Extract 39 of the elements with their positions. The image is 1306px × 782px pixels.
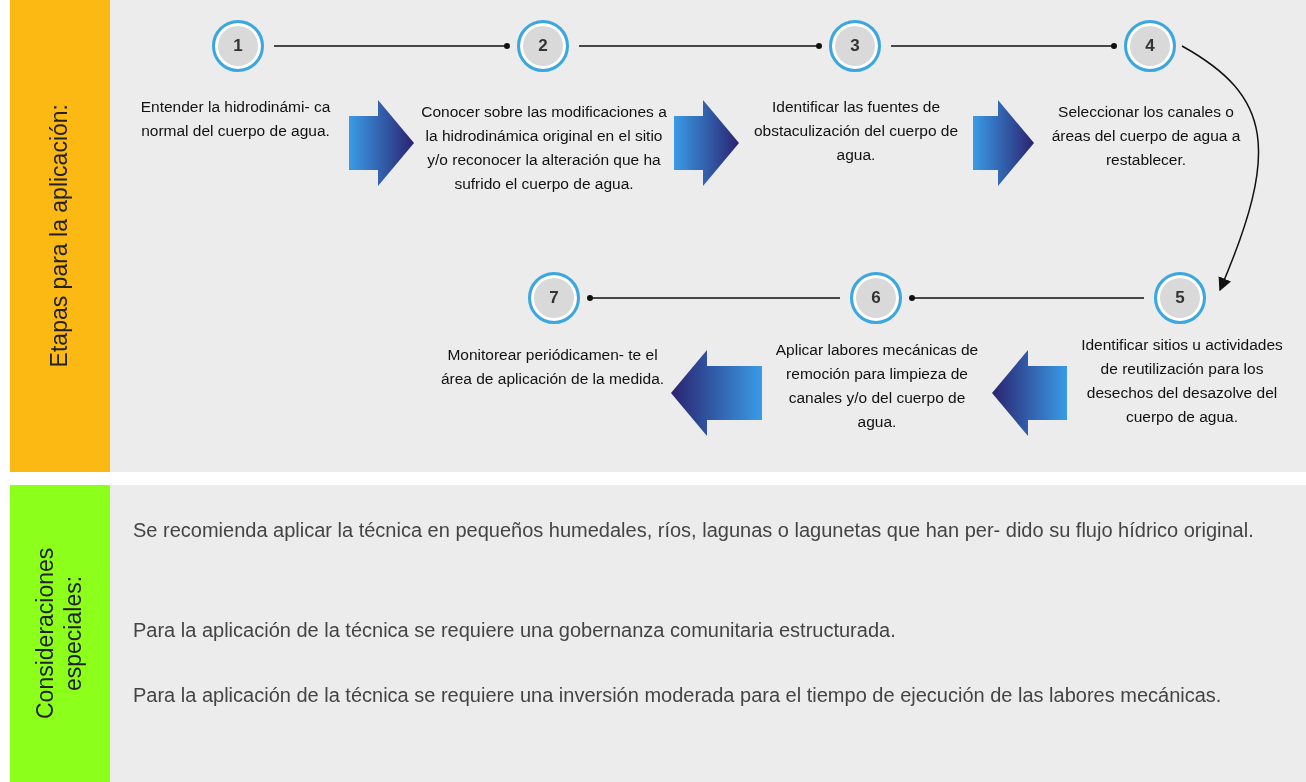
note-text: Para la aplicación de la técnica se requiere una inversión moderada para el tiempo de ejecución de las labores mecánicas. — [133, 683, 1223, 708]
step-description: Conocer sobre las modificaciones a la hidrodinámica original en el sitio y/o reconocer la alteración que ha sufrido el cuerpo de agua. — [420, 100, 668, 196]
step-circle — [850, 272, 902, 324]
step-description: Monitorear periódicamen- te el área de aplicación de la medida. — [440, 343, 665, 391]
block-arrow — [349, 100, 414, 186]
connector-line — [587, 295, 841, 301]
connector-line — [890, 43, 1117, 49]
note-text: Se recomienda aplicar la técnica en pequeños humedales, ríos, lagunas o lagunetas que han per- dido su flujo hídrico original. — [133, 518, 1255, 543]
block-arrow — [674, 100, 739, 186]
block-arrow — [973, 100, 1034, 186]
step-number: 7 — [549, 288, 559, 308]
step-number: 2 — [538, 36, 548, 56]
connector-line — [578, 43, 822, 49]
block-arrow — [992, 350, 1067, 436]
connector-line — [273, 43, 510, 49]
step-number: 3 — [850, 36, 860, 56]
step-circle — [1154, 272, 1206, 324]
panel-heading: Consideraciones especiales: — [32, 546, 87, 722]
step-description: Identificar sitios u actividades de reutilización para los desechos del desazolve del cuerpo de agua. — [1073, 333, 1291, 429]
step-circle — [528, 272, 580, 324]
panel-background — [10, 485, 1306, 782]
block-arrow — [671, 350, 762, 436]
step-number: 6 — [871, 288, 881, 308]
step-circle — [212, 20, 264, 72]
curved-arrow — [1181, 45, 1260, 292]
step-circle — [829, 20, 881, 72]
step-description: Seleccionar los canales o áreas del cuerpo de agua a restablecer. — [1040, 100, 1252, 172]
connector-line — [909, 295, 1145, 301]
step-description: Identificar las fuentes de obstaculización del cuerpo de agua. — [745, 95, 967, 167]
step-number: 5 — [1175, 288, 1185, 308]
panel-background — [10, 0, 1306, 472]
step-circle — [517, 20, 569, 72]
panel-heading: Etapas para la aplicación: — [46, 104, 74, 368]
step-description: Aplicar labores mecánicas de remoción para limpieza de canales y/o del cuerpo de agua. — [768, 338, 986, 434]
step-number: 4 — [1145, 36, 1155, 56]
step-description: Entender la hidrodinámi- ca normal del cuerpo de agua. — [128, 95, 343, 143]
step-number: 1 — [233, 36, 243, 56]
note-text: Para la aplicación de la técnica se requiere una gobernanza comunitaria estructurada. — [133, 618, 897, 643]
step-circle — [1124, 20, 1176, 72]
